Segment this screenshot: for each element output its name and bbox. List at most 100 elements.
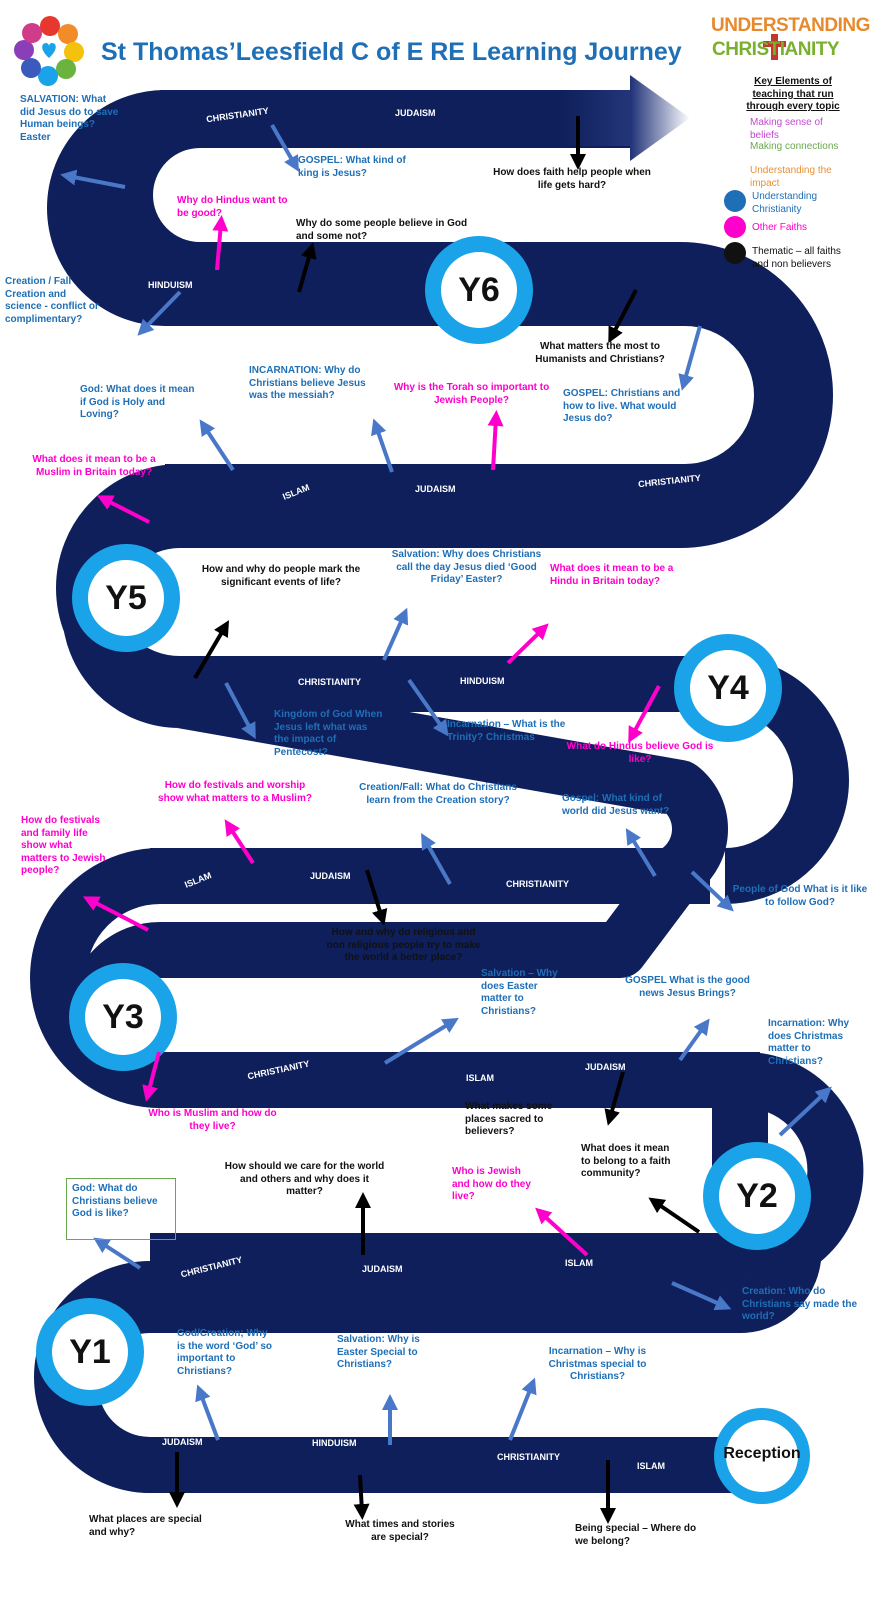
- road-label: JUDAISM: [415, 484, 456, 494]
- topic-y3-muslim: Who is Muslim and how do they live?: [148, 1108, 277, 1132]
- year-label-y6: Y6: [458, 271, 500, 309]
- road-row-6: [165, 464, 710, 520]
- topic-y1-god-box: God: What do Christians believe God is l…: [72, 1183, 158, 1219]
- road-curve-b: [744, 1052, 864, 1289]
- road-label: JUDAISM: [362, 1264, 403, 1274]
- year-circle-y2: [703, 1142, 811, 1250]
- topic-y3-better: How and why do religious and non religio…: [326, 927, 481, 963]
- key-element-connections: Making connections: [750, 141, 839, 152]
- road-label: JUDAISM: [162, 1437, 203, 1447]
- topic-y2-sacred: What makes some places sacred to believe…: [465, 1101, 553, 1137]
- topic-reception-times: What times and stories are special?: [345, 1519, 455, 1543]
- topic-y6-creation-fall: Creation / Fall Creation and science - c…: [5, 276, 99, 325]
- road-row-7: [165, 270, 685, 326]
- topic-y2-salvation: Salvation – Why does Easter matter to Ch…: [481, 968, 558, 1017]
- topic-y1-care: How should we care for the world and oth…: [224, 1161, 385, 1197]
- legend-label-thematic: Thematic – all faiths and non believers: [752, 246, 841, 270]
- legend-label-christianity: Understanding Christianity: [752, 191, 818, 215]
- road-label: ISLAM: [565, 1258, 593, 1268]
- road-row-4: [150, 848, 710, 904]
- key-element-beliefs: Making sense of beliefs: [750, 117, 823, 141]
- road-label: HINDUISM: [312, 1438, 357, 1448]
- road-row-2: [150, 1233, 745, 1289]
- year-circle-y3: [69, 963, 177, 1071]
- arrows-thematic: [169, 116, 701, 1524]
- topic-y1-salvation: Salvation: Why is Easter Special to Chri…: [337, 1334, 420, 1370]
- topic-y1-jewish: Who is Jewish and how do they live?: [452, 1166, 531, 1202]
- road-label: JUDAISM: [585, 1062, 626, 1072]
- road-label: CHRISTIANITY: [497, 1452, 560, 1462]
- topic-y3-gospel: Gospel: What kind of world did Jesus wan…: [562, 793, 670, 817]
- topic-y1-god-creation: God/Creation; Why is the word ‘God’ so i…: [177, 1328, 273, 1377]
- topic-y5-torah: Why is the Torah so important to Jewish …: [393, 382, 550, 406]
- road-label: JUDAISM: [395, 108, 436, 118]
- year-circle-y4: [674, 634, 782, 742]
- topic-y6-gospel: GOSPEL: What kind of king is Jesus?: [298, 155, 406, 179]
- topic-y2-gospel: GOSPEL What is the good news Jesus Bring…: [625, 975, 750, 999]
- topic-y2-incarnation: Incarnation: Why does Christmas matter t…: [768, 1018, 850, 1067]
- arrows-christianity: [60, 124, 832, 1445]
- topic-y3-people-of-god: People of God What is it like to follow …: [732, 884, 868, 908]
- year-circle-reception: [714, 1408, 810, 1504]
- road-label: HINDUISM: [148, 280, 193, 290]
- faith-wheel-logo: [14, 16, 84, 86]
- road-label: CHRISTIANITY: [298, 677, 361, 687]
- topic-y5-gospel: GOSPEL: Christians and how to live. What…: [563, 388, 681, 424]
- topic-y6-faith-hard: How does faith help people when life get…: [493, 167, 651, 191]
- year-circle-y1: [36, 1298, 144, 1406]
- topic-y3-creation-fall: Creation/Fall: What do Christians learn …: [359, 782, 517, 806]
- topic-y5-humanists: What matters the most to Humanists and C…: [535, 341, 665, 365]
- page-title: St Thomas’Leesfield C of E RE Learning J…: [101, 38, 682, 66]
- topic-y6-hindus-good: Why do Hindus want to be good?: [177, 195, 288, 219]
- topic-reception-belong: Being special – Where do we belong?: [575, 1523, 697, 1547]
- road-label: ISLAM: [466, 1073, 494, 1083]
- topic-y5-muslim-britain: What does it mean to be a Muslim in Brit…: [32, 454, 156, 478]
- road-row-5: [180, 656, 725, 712]
- legend-dot-thematic: [724, 242, 746, 264]
- road-row-1: [150, 1437, 760, 1493]
- year-label-y1: Y1: [69, 1333, 111, 1371]
- topic-y5-god-holy: God: What does it mean if God is Holy an…: [80, 384, 195, 420]
- year-label-y5: Y5: [105, 579, 147, 617]
- topic-y4-salvation: Salvation: Why does Christians call the …: [391, 549, 542, 585]
- year-label-reception: Reception: [723, 1445, 801, 1462]
- topic-y6-believe: Why do some people believe in God and so…: [296, 218, 468, 242]
- key-element-impact: Understanding the impact: [750, 165, 832, 189]
- year-circle-y6: [425, 236, 533, 344]
- topic-y4-hindu-britain: What does it mean to be a Hindu in Brita…: [550, 563, 674, 587]
- road-label: ISLAM: [637, 1461, 665, 1471]
- highlight-box: [66, 1178, 176, 1240]
- year-label-y2: Y2: [736, 1177, 778, 1215]
- year-label-y3: Y3: [102, 998, 144, 1036]
- topic-y2-creation: Creation: Who do Christians say made the…: [742, 1286, 858, 1322]
- topic-y3-jewish-festivals: How do festivals and family life show wh…: [21, 815, 106, 876]
- legend-dot-christianity: [724, 190, 746, 212]
- topic-y4-hindus-god: What do Hindus believe God is like?: [566, 741, 714, 765]
- road-curve-g: [47, 90, 166, 326]
- road-row-3: [160, 1052, 760, 1108]
- arrows-other-faiths: [82, 215, 661, 1257]
- year-circle-y5: [72, 544, 180, 652]
- road-label: HINDUISM: [460, 676, 505, 686]
- logo-text-understanding: UNDERSTANDING: [711, 15, 870, 36]
- key-heading: Key Elements of teaching that run throug…: [746, 76, 840, 112]
- topic-y2-belong: What does it mean to belong to a faith c…: [581, 1143, 671, 1179]
- cross-icon: [763, 34, 786, 60]
- topic-y5-mark-events: How and why do people mark the significa…: [201, 564, 361, 588]
- topic-y1-incarnation: Incarnation – Why is Christmas special t…: [548, 1346, 647, 1382]
- topic-y6-salvation: SALVATION: What did Jesus do to save Hum…: [20, 94, 119, 143]
- topic-y4-incarnation: Incarnation – What is the Trinity? Chris…: [447, 719, 566, 743]
- year-label-y4: Y4: [707, 669, 749, 707]
- journey-arrow-head: [560, 75, 690, 161]
- road-curve-f: [684, 270, 810, 520]
- road-row-8: [160, 90, 630, 146]
- legend-dot-other-faiths: [724, 216, 746, 238]
- road-label: CHRISTIANITY: [506, 879, 569, 889]
- road-label: JUDAISM: [310, 871, 351, 881]
- topic-reception-places: What places are special and why?: [89, 1514, 202, 1538]
- logo-text-christianity: CHRISTIANITY: [712, 39, 840, 60]
- legend-label-other-faiths: Other Faiths: [752, 222, 808, 233]
- topic-y3-muslim-festivals: How do festivals and worship show what m…: [158, 780, 312, 804]
- topic-y4-kingdom: Kingdom of God When Jesus left what was …: [274, 709, 383, 758]
